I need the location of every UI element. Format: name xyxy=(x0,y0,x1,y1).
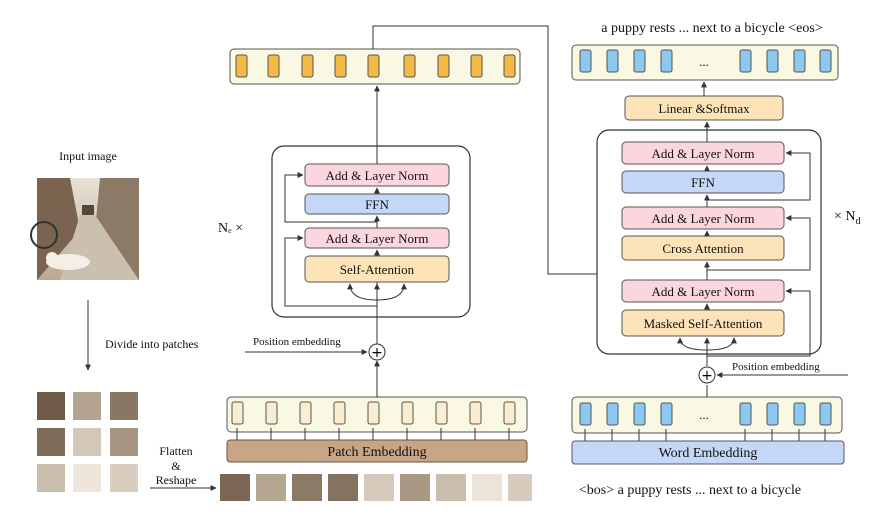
reshape-label: Reshape xyxy=(156,473,197,487)
linear-softmax-label: Linear &Softmax xyxy=(658,101,750,116)
encoder-internal-arrows xyxy=(284,85,407,318)
encoder-embed-arrows xyxy=(236,428,510,440)
svg-text:Add & Layer Norm: Add & Layer Norm xyxy=(652,211,755,226)
decoder-masked-self-attention xyxy=(621,309,785,337)
decoder-add-norm-3 xyxy=(621,279,785,303)
encoder-position-embedding-label: Position embedding xyxy=(253,336,341,348)
flatten-amp-label: & xyxy=(171,459,181,473)
patch-embedding-label: Patch Embedding xyxy=(327,445,426,460)
encoder-output-tokens xyxy=(235,54,516,78)
input-sentence: <bos> a puppy rests ... next to a bicycl… xyxy=(579,483,801,498)
flattened-patches xyxy=(220,474,532,501)
decoder-add-norm-1 xyxy=(621,141,785,165)
svg-text:Cross Attention: Cross Attention xyxy=(662,241,744,256)
svg-text:Self-Attention: Self-Attention xyxy=(340,262,415,277)
decoder-repeat-label: × Nd xyxy=(834,209,861,227)
decoder-ffn xyxy=(621,170,785,194)
patch-grid xyxy=(37,392,138,492)
svg-text:Masked Self-Attention: Masked Self-Attention xyxy=(644,316,763,331)
word-embedding-label: Word Embedding xyxy=(659,446,758,461)
input-image-label: Input image xyxy=(59,149,117,163)
svg-text:Add & Layer Norm: Add & Layer Norm xyxy=(652,146,755,161)
output-sentence: a puppy rests ... next to a bicycle <eos… xyxy=(601,21,823,36)
decoder-add-norm-2 xyxy=(621,206,785,230)
svg-text:Add & Layer Norm: Add & Layer Norm xyxy=(326,168,429,183)
decoder-cross-attention xyxy=(621,235,785,261)
patch-embedding-box xyxy=(226,439,528,463)
svg-text:Add & Layer Norm: Add & Layer Norm xyxy=(326,231,429,246)
decoder-output-ellipsis: ... xyxy=(699,54,709,69)
decoder-position-embedding-label: Position embedding xyxy=(732,361,820,373)
decoder-internal-arrows xyxy=(677,121,811,366)
decoder-input-ellipsis: ... xyxy=(699,407,709,422)
decoder-add-circle xyxy=(698,366,716,384)
svg-text:FFN: FFN xyxy=(365,197,389,212)
encoder-repeat-label: Nₑ × xyxy=(218,221,243,236)
decoder-input-tokens xyxy=(579,402,832,426)
decoder-output-tokens xyxy=(579,49,832,73)
word-embedding-box xyxy=(571,440,845,465)
encoder-input-tokens xyxy=(231,401,516,425)
input-image xyxy=(30,178,139,280)
decoder-embed-arrows xyxy=(584,429,826,441)
encoder-plus-icon: + xyxy=(371,345,383,361)
flatten-label: Flatten xyxy=(159,444,192,458)
svg-text:Add & Layer Norm: Add & Layer Norm xyxy=(652,284,755,299)
divide-label: Divide into patches xyxy=(105,337,199,351)
decoder-plus-icon: + xyxy=(701,368,713,384)
svg-text:FFN: FFN xyxy=(691,175,715,190)
